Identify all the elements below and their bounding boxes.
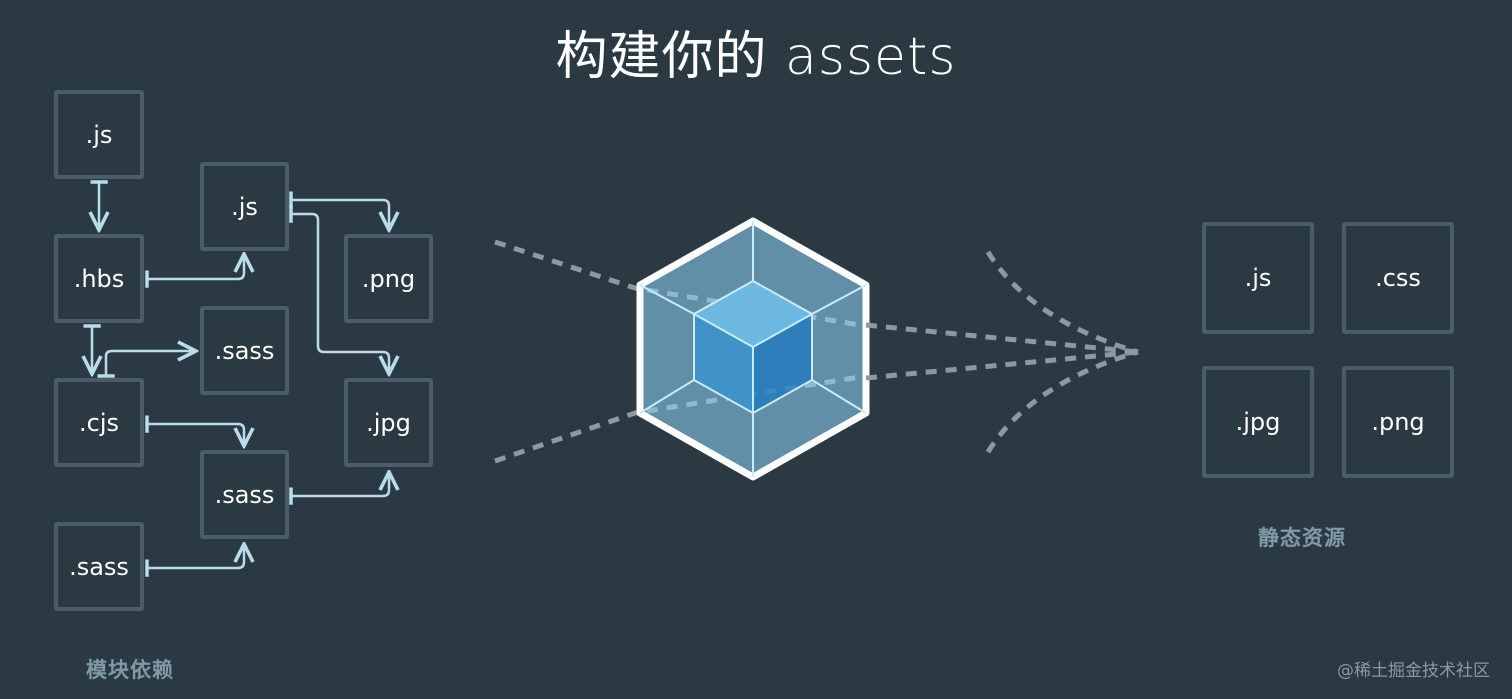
node-js-middle: .js <box>200 162 289 251</box>
node-png: .png <box>344 234 433 323</box>
arrow-cjs-to-sass2 <box>147 424 244 446</box>
dotted-curve-top <box>985 250 1139 355</box>
output-node-jpg: .jpg <box>1202 366 1314 478</box>
arrow-hbs-to-js2 <box>147 254 244 279</box>
webpack-cube-icon <box>636 217 870 481</box>
output-node-png: .png <box>1342 366 1454 478</box>
arrow-sass3-to-sass2 <box>147 544 244 568</box>
node-js-source: .js <box>54 90 144 179</box>
input-dotted-lines <box>494 239 861 464</box>
node-sass-lower: .sass <box>200 450 289 539</box>
watermark: @稀土掘金技术社区 <box>1337 661 1490 681</box>
output-dotted-lines <box>865 250 1139 454</box>
node-hbs: .hbs <box>54 234 144 323</box>
node-sass-bottom: .sass <box>54 522 144 611</box>
dotted-line-bottom-in <box>494 374 861 464</box>
page-title: 构建你的 assets <box>555 27 957 87</box>
dotted-line-top-in <box>494 239 861 328</box>
left-caption: 模块依赖 <box>86 658 174 682</box>
output-node-css: .css <box>1342 222 1454 334</box>
dotted-line-bottom-out <box>865 349 1139 381</box>
right-caption: 静态资源 <box>1258 526 1346 550</box>
node-cjs: .cjs <box>54 378 144 467</box>
dependency-arrows <box>92 182 389 568</box>
arrow-sass2-to-jpg <box>291 472 389 496</box>
dotted-line-top-out <box>865 322 1139 355</box>
arrow-cjs-to-sass1 <box>106 351 196 376</box>
output-node-js: .js <box>1202 222 1314 334</box>
dotted-curve-bottom <box>985 349 1139 454</box>
node-jpg: .jpg <box>344 378 433 467</box>
arrow-js2-to-jpg <box>291 214 389 374</box>
node-sass-middle: .sass <box>200 306 289 395</box>
